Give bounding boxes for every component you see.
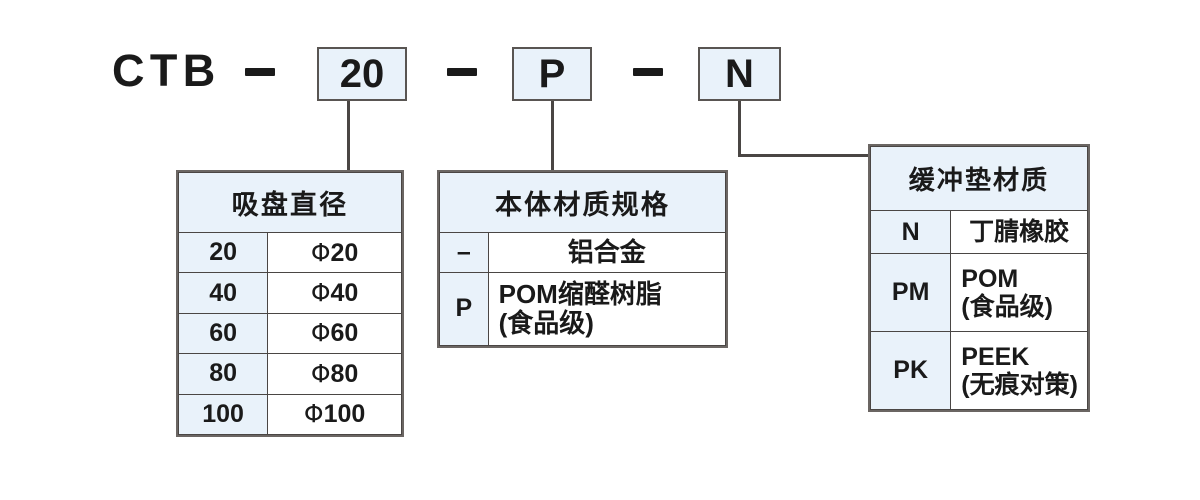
table-row: N 丁腈橡胶 <box>869 209 1088 255</box>
part-number-separator-2 <box>447 68 477 76</box>
part-number-separator-1 <box>245 68 275 76</box>
table-row: PM POM (食品级) <box>869 253 1088 333</box>
pad-material-line-2: (食品级) <box>961 292 1053 321</box>
body-material-code: P <box>439 271 489 347</box>
pad-material-value: 丁腈橡胶 <box>950 209 1088 255</box>
table-row: PK PEEK (无痕对策) <box>869 331 1088 410</box>
part-number-segment-size[interactable]: 20 <box>317 47 407 101</box>
diameter-number: 20 <box>330 238 359 267</box>
part-number-separator-3 <box>633 68 663 76</box>
table-title-cushion-pad-material: 缓冲垫材质 <box>870 146 1088 211</box>
pad-material-line-2: (无痕对策) <box>961 370 1078 399</box>
table-suction-cup-diameter: 吸盘直径 20 Φ20 40 Φ40 60 Φ60 80 Φ80 <box>176 170 404 437</box>
body-material-code: – <box>439 232 489 273</box>
pad-material-value: PEEK (无痕对策) <box>950 331 1088 410</box>
connector-line-body-material <box>551 101 554 173</box>
connector-line-pad-material-horizontal <box>738 154 870 157</box>
table-body-material-spec: 本体材质规格 – 铝合金 P POM缩醛树脂 (食品级) <box>437 170 728 348</box>
pad-material-line-1: POM <box>961 264 1019 293</box>
diameter-code: 80 <box>177 353 269 395</box>
phi-icon: Φ <box>310 237 331 267</box>
table-row: 20 Φ20 <box>177 232 402 274</box>
body-material-line-1: POM缩醛树脂 <box>498 278 662 309</box>
body-material-line-1: 铝合金 <box>567 236 646 267</box>
diameter-value: Φ80 <box>267 353 402 395</box>
diameter-code: 20 <box>177 232 269 274</box>
part-number-prefix: CTB <box>112 45 221 96</box>
table-row: 80 Φ80 <box>177 353 402 395</box>
diameter-value: Φ60 <box>267 312 402 355</box>
pad-material-code: PM <box>869 253 952 333</box>
diameter-value: Φ40 <box>267 272 402 314</box>
diameter-value: Φ100 <box>267 393 402 436</box>
table-header-row: 本体材质规格 <box>439 171 726 234</box>
pad-material-code: PK <box>869 331 952 410</box>
phi-icon: Φ <box>310 358 331 388</box>
body-material-line-2: (食品级) <box>498 307 594 338</box>
diameter-code: 40 <box>177 272 269 314</box>
phi-icon: Φ <box>310 318 331 348</box>
table-row: P POM缩醛树脂 (食品级) <box>439 271 727 347</box>
diameter-code: 60 <box>177 312 269 355</box>
diameter-number: 80 <box>330 359 359 388</box>
table-cushion-pad-material: 缓冲垫材质 N 丁腈橡胶 PM POM (食品级) PK <box>868 144 1090 412</box>
table-row: 40 Φ40 <box>177 272 402 314</box>
body-material-value: 铝合金 <box>487 232 727 273</box>
part-number-segment-pad-material[interactable]: N <box>698 47 781 101</box>
diameter-value: Φ20 <box>267 232 402 274</box>
table-header-row: 缓冲垫材质 <box>870 146 1088 211</box>
table-header-row: 吸盘直径 <box>178 171 402 234</box>
table-row: 60 Φ60 <box>177 312 402 355</box>
diameter-code: 100 <box>177 393 269 436</box>
body-material-value: POM缩醛树脂 (食品级) <box>487 271 727 347</box>
phi-icon: Φ <box>310 278 331 308</box>
diameter-number: 100 <box>323 400 366 429</box>
pad-material-code: N <box>869 209 952 255</box>
part-number-segment-body-material[interactable]: P <box>512 47 592 101</box>
table-title-body-material-spec: 本体材质规格 <box>439 171 726 234</box>
pad-material-line-1: PEEK <box>961 342 1030 371</box>
table-title-suction-cup-diameter: 吸盘直径 <box>178 171 402 234</box>
phi-icon: Φ <box>303 399 324 429</box>
pad-material-line-1: 丁腈橡胶 <box>969 218 1070 247</box>
diameter-number: 40 <box>330 279 359 308</box>
connector-line-pad-material-vertical <box>738 101 741 157</box>
connector-line-size <box>347 101 350 173</box>
table-row: – 铝合金 <box>439 232 727 273</box>
pad-material-value: POM (食品级) <box>950 253 1088 333</box>
diameter-number: 60 <box>330 319 359 348</box>
table-row: 100 Φ100 <box>177 393 402 436</box>
